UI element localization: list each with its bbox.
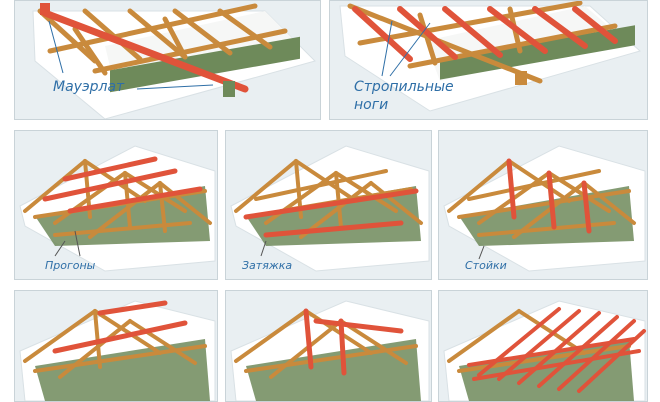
panel-tie: Затяжка (225, 130, 432, 280)
panel-assembly-2 (225, 290, 432, 402)
roof-truss-illustration-assembly-1 (19, 300, 216, 401)
roof-truss-illustration-tie (230, 145, 430, 272)
roof-truss-illustration-posts (443, 145, 646, 272)
label-mauerlat: Мауэрлат (53, 79, 125, 95)
panel-assembly-1 (14, 290, 218, 402)
panel-mauerlat: Мауэрлат (14, 0, 321, 120)
panel-rafters: Стропильные ноги (329, 0, 648, 120)
roof-truss-illustration-rafters (339, 1, 642, 112)
label-posts: Стойки (465, 259, 507, 272)
roof-truss-illustration-assembly-2 (230, 300, 430, 401)
label-rafters-line2: ноги (354, 97, 389, 113)
roof-truss-illustration-mauerlat (32, 3, 316, 119)
label-rafters-line1: Стропильные (354, 79, 454, 95)
panel-assembly-3 (438, 290, 648, 402)
label-tie: Затяжка (242, 259, 293, 272)
panel-purlins: Прогоны (14, 130, 218, 280)
panel-posts: Стойки (438, 130, 648, 280)
roof-truss-illustration-purlins (19, 145, 216, 272)
roof-truss-illustration-assembly-3 (443, 300, 646, 401)
label-purlins: Прогоны (45, 259, 96, 272)
